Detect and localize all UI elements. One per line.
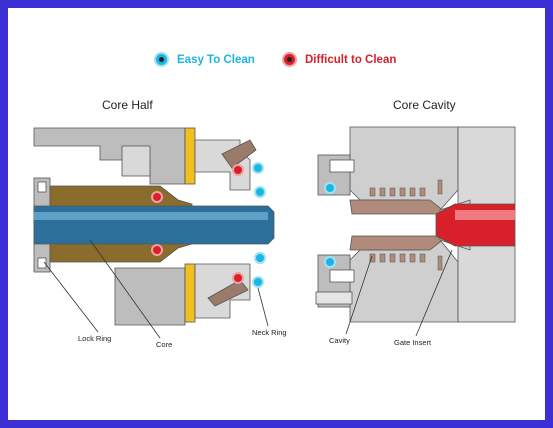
bottom-gold-insert <box>184 263 196 323</box>
top-plate <box>33 127 186 185</box>
core-cavity-leaders <box>345 249 453 337</box>
bottom-neck-ring <box>207 279 249 307</box>
difficult-point-icon <box>151 244 163 256</box>
core-cavity-points <box>324 182 336 268</box>
easy-point-icon <box>254 252 266 264</box>
cavity-wall-top <box>349 199 446 215</box>
legend-easy: Easy To Clean <box>154 52 255 67</box>
difficult-clean-dot-icon <box>282 52 297 67</box>
easy-point-icon <box>254 186 266 198</box>
lock-ring-bolt-bottom <box>37 257 47 269</box>
label-lock-ring: Lock Ring <box>78 334 112 343</box>
label-neck-ring: Neck Ring <box>252 328 287 337</box>
easy-point-icon <box>324 182 336 194</box>
label-core: Core <box>156 340 173 349</box>
difficult-point-icon <box>232 272 244 284</box>
core-half-diagram <box>33 127 275 326</box>
cavity-bolt-top <box>329 159 355 173</box>
legend: Easy To Clean Difficult to Clean <box>0 52 553 72</box>
legend-difficult-label: Difficult to Clean <box>305 53 397 66</box>
gate-top-block <box>457 126 516 206</box>
core-cavity-diagram <box>315 126 516 323</box>
top-neck-ring <box>221 139 257 169</box>
gate-bottom-block <box>457 244 516 323</box>
core-half-points <box>151 162 266 288</box>
cooling-channels <box>369 179 443 271</box>
legend-easy-label: Easy To Clean <box>177 53 255 66</box>
legend-difficult: Difficult to Clean <box>282 52 396 67</box>
easy-point-icon <box>324 256 336 268</box>
cavity-top-block <box>349 126 459 211</box>
lock-ring-bolt-top <box>37 181 47 193</box>
cavity-bolt-bottom <box>329 269 355 283</box>
core-half-leaders <box>43 239 269 339</box>
core-cavity-title: Core Cavity <box>393 98 456 112</box>
top-gold-insert <box>184 127 196 185</box>
preform-rod <box>33 205 275 245</box>
easy-point-icon <box>252 162 264 174</box>
preform-highlight <box>34 212 268 220</box>
easy-point-icon <box>252 276 264 288</box>
top-block <box>121 145 151 177</box>
cavity-bottom-bolt <box>315 291 353 305</box>
difficult-point-icon <box>232 164 244 176</box>
core-half-title: Core Half <box>102 98 153 112</box>
cavity-wall-bottom <box>349 235 446 251</box>
easy-clean-dot-icon <box>154 52 169 67</box>
hot-runner-highlight <box>455 210 515 220</box>
label-cavity: Cavity <box>329 336 350 345</box>
cavity-bottom-block <box>349 239 459 323</box>
difficult-point-icon <box>151 191 163 203</box>
bottom-plate <box>114 267 186 326</box>
label-gate-insert: Gate Insert <box>394 338 432 347</box>
